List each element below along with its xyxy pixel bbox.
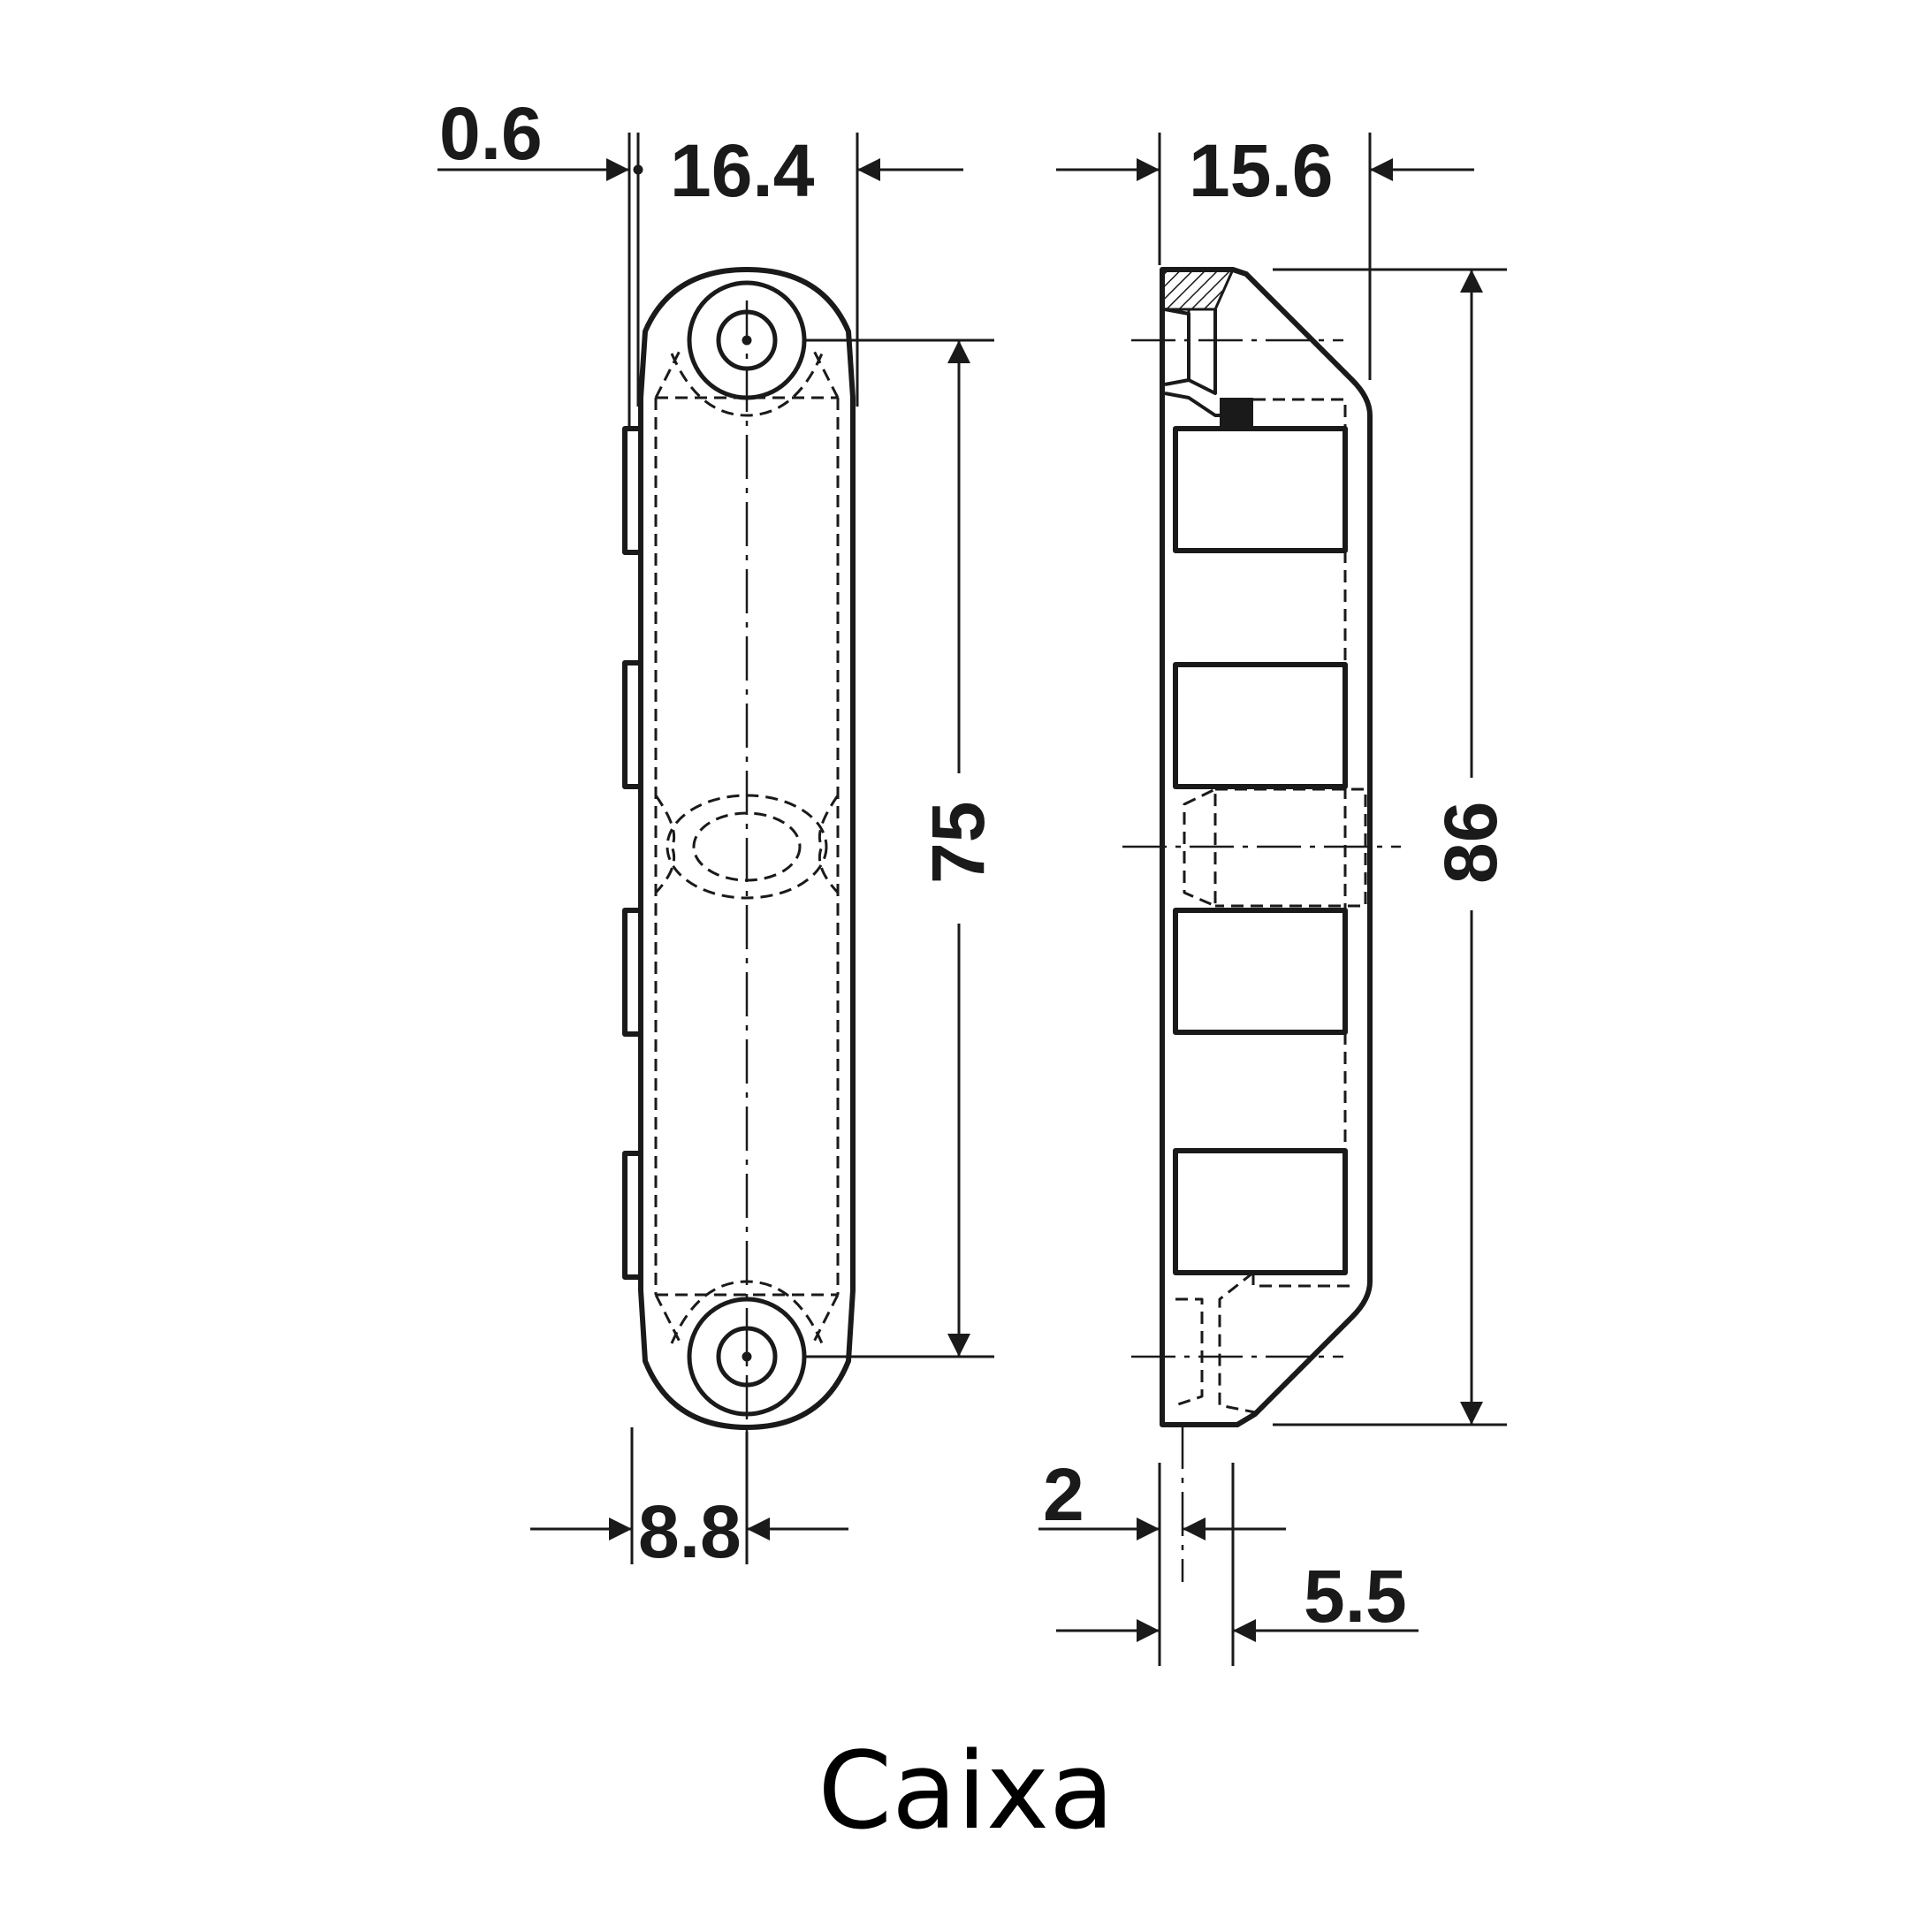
- side-dimensions: [1038, 133, 1507, 1666]
- caption: Caixa: [818, 1730, 1114, 1853]
- front-dimension-labels: 0.6 16.4 75 8.8: [439, 92, 1000, 1573]
- magnet-windows: [1173, 426, 1348, 1275]
- side-view: [1122, 267, 1401, 1582]
- front-view: [622, 267, 856, 1467]
- dim-front-width: 16.4: [670, 129, 815, 212]
- front-body-outline: [638, 267, 856, 1430]
- dim-base-thickness: 2: [1043, 1453, 1084, 1536]
- side-dimension-labels: 15.6 86 2 5.5: [1043, 129, 1512, 1638]
- dim-hole-spacing: 75: [917, 802, 1000, 884]
- dim-screw-offset: 5.5: [1304, 1555, 1407, 1638]
- dim-hole-offset: 8.8: [638, 1490, 742, 1573]
- front-dimensions: [437, 133, 994, 1564]
- side-body-outline: [1160, 267, 1373, 1427]
- dim-front-offset: 0.6: [439, 92, 543, 175]
- hatched-section: [1160, 268, 1235, 311]
- side-center-lines: [1122, 338, 1401, 1582]
- dim-side-width: 15.6: [1189, 129, 1334, 212]
- black-plate: [1220, 398, 1253, 429]
- side-hidden-lines: [1175, 309, 1367, 1414]
- back-plate-segments: [622, 426, 643, 1280]
- dim-side-height: 86: [1429, 802, 1512, 884]
